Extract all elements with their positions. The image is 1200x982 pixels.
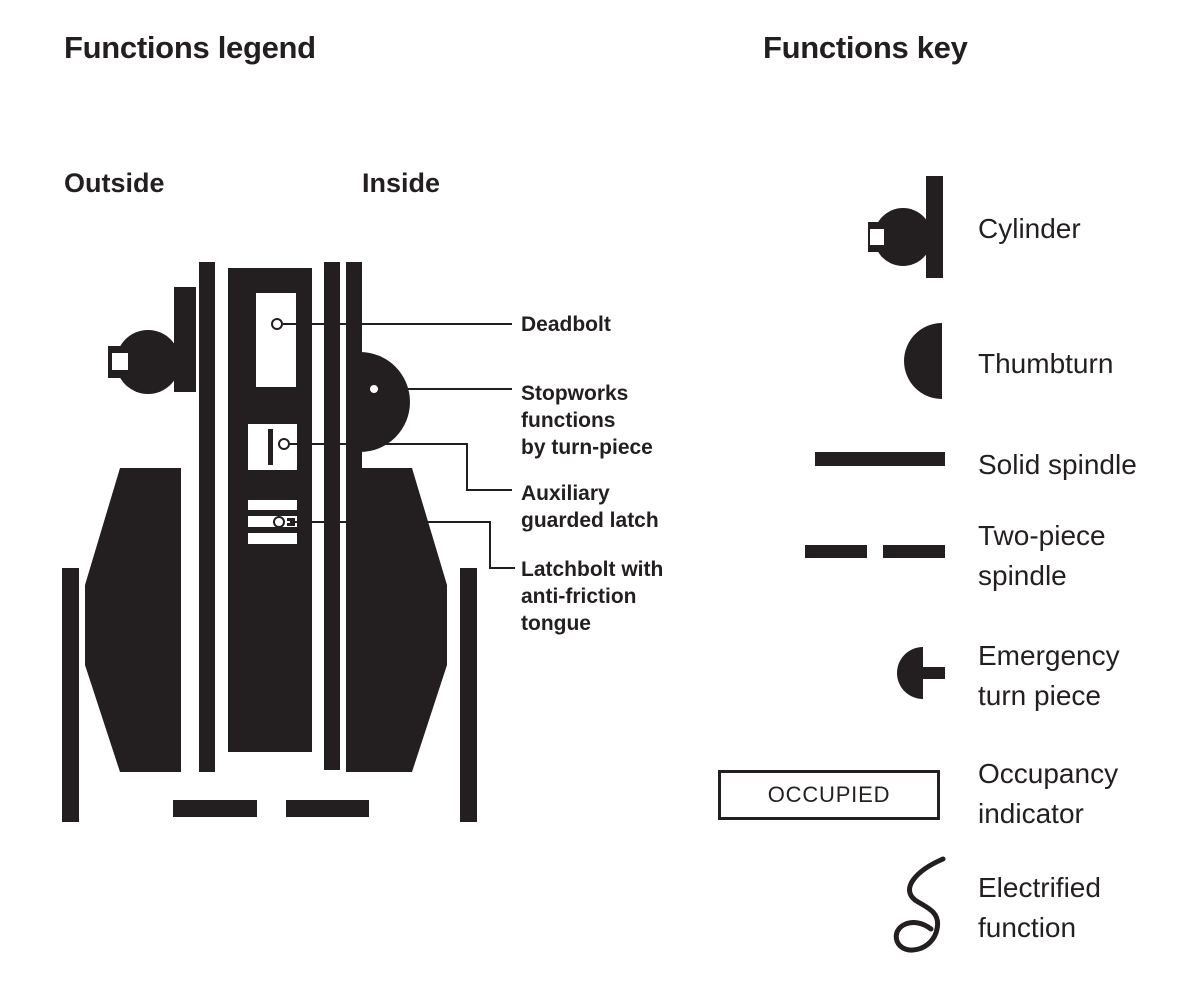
emergency-turn-piece-icon xyxy=(897,647,945,699)
callout-latchbolt: Latchbolt with anti-friction tongue xyxy=(521,558,664,635)
callout-deadbolt: Deadbolt xyxy=(521,313,611,336)
solid-spindle-icon xyxy=(815,452,945,466)
bottom-bar-left xyxy=(173,800,257,817)
stopworks-anchor-dot xyxy=(368,383,380,395)
inside-trim-bar xyxy=(460,568,477,822)
auxiliary-anchor-dot xyxy=(278,438,290,450)
auxiliary-leader-line xyxy=(290,443,512,491)
key-title: Functions key xyxy=(763,30,968,65)
deadbolt-window xyxy=(256,293,296,387)
door-edge-bar-inside-1 xyxy=(324,262,340,770)
thumbturn-shape xyxy=(360,352,410,452)
inside-escutcheon xyxy=(352,468,447,772)
door-edge-bar-outside xyxy=(199,262,215,772)
outside-trim-bar xyxy=(62,568,79,822)
key-label-occupancy-indicator: Occupancy indicator xyxy=(978,758,1119,829)
mortise-lock-diagram xyxy=(62,262,515,822)
outside-label: Outside xyxy=(64,168,165,198)
cylinder-shape xyxy=(108,330,180,394)
inside-label: Inside xyxy=(362,168,441,198)
two-piece-spindle-icon xyxy=(805,545,945,558)
occupancy-indicator-icon: OCCUPIED xyxy=(718,770,940,820)
occupied-text: OCCUPIED xyxy=(767,782,891,807)
key-label-emergency-turn-piece: Emergency turn piece xyxy=(978,640,1120,711)
callout-stopworks: Stopworks functions by turn-piece xyxy=(521,382,653,459)
key-label-two-piece-spindle: Two-piece spindle xyxy=(978,520,1106,591)
bottom-bar-right xyxy=(286,800,369,817)
cylinder-backing-plate xyxy=(174,287,196,392)
callout-lines xyxy=(283,323,515,569)
outside-escutcheon xyxy=(85,468,181,772)
key-label-solid-spindle: Solid spindle xyxy=(978,449,1137,480)
latchbolt-anchor-dot xyxy=(273,516,285,528)
latchbolt-stripes xyxy=(248,500,297,544)
key-label-electrified-function: Electrified function xyxy=(978,872,1101,943)
key-label-thumbturn: Thumbturn xyxy=(978,348,1114,379)
electrified-function-icon xyxy=(893,856,946,953)
callout-auxiliary-guarded-latch: Auxiliary guarded latch xyxy=(521,482,659,532)
thumbturn-icon xyxy=(904,323,942,399)
latchbolt-leader-line xyxy=(290,521,515,569)
callout-anchor-dots xyxy=(271,318,380,528)
auxiliary-latch-bar xyxy=(268,429,273,465)
cylinder-icon xyxy=(868,176,943,278)
key-label-cylinder: Cylinder xyxy=(978,213,1081,244)
legend-title: Functions legend xyxy=(64,30,316,65)
deadbolt-anchor-dot xyxy=(271,318,283,330)
